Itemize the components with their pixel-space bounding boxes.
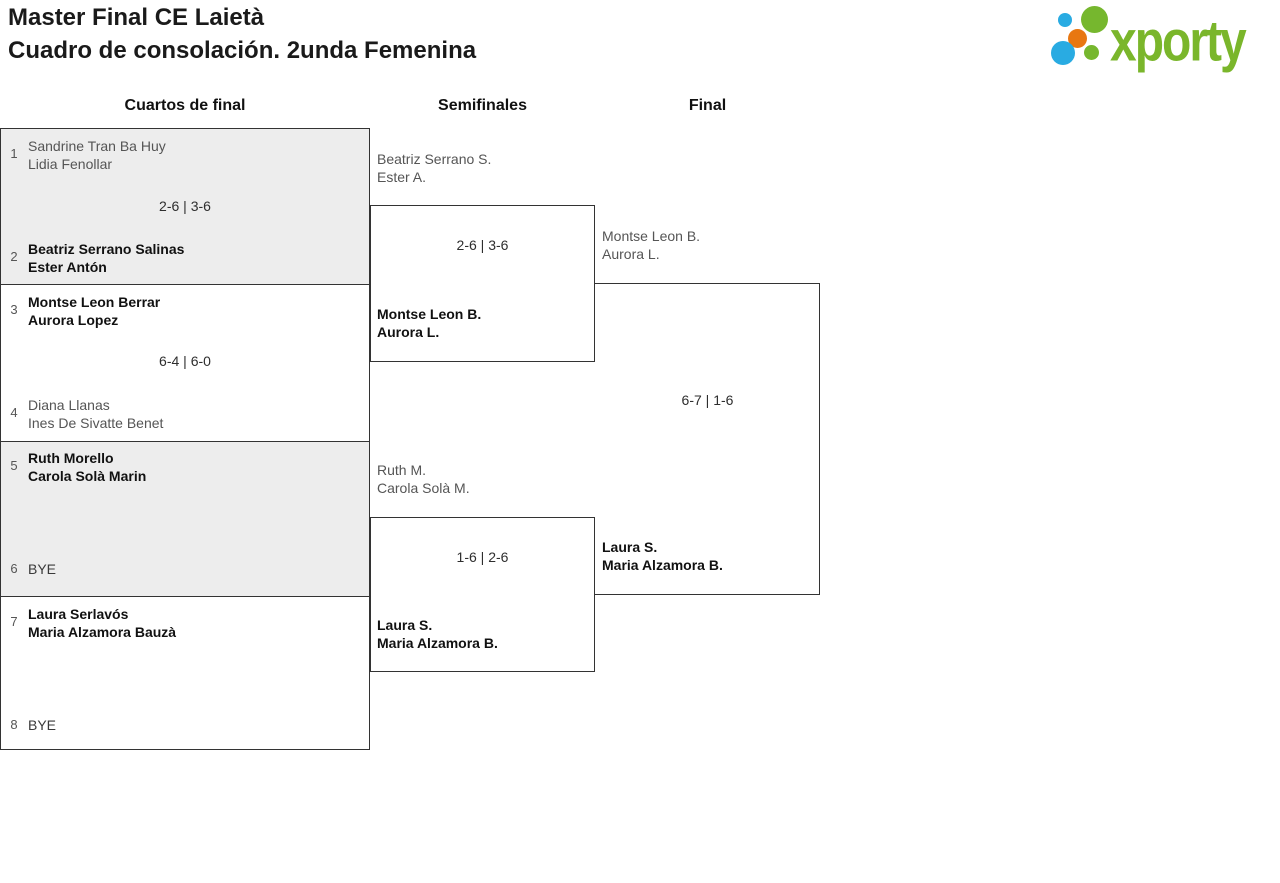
qf-divider-2 — [1, 441, 369, 442]
match-score: 2-6 | 3-6 — [159, 198, 211, 214]
logo-dot-orange-icon — [1068, 29, 1087, 48]
seed-number: 4 — [10, 405, 18, 420]
seed-number: 5 — [10, 458, 18, 473]
quarterfinals-column — [0, 128, 370, 750]
team-name: Ruth M.Carola Solà M. — [377, 462, 470, 496]
match-score: 6-7 | 1-6 — [681, 392, 734, 408]
seed-number: 6 — [10, 561, 18, 576]
match-sf1-box — [370, 205, 595, 362]
qf-divider-3 — [1, 596, 369, 597]
team-name: Beatriz Serrano S.Ester A. — [377, 151, 492, 185]
match-qf3-shading — [1, 441, 369, 596]
seed-number: 8 — [10, 717, 18, 732]
match-final-box — [595, 283, 820, 595]
qf-divider-1 — [1, 284, 369, 285]
logo-dot-blue-small-icon — [1058, 13, 1072, 27]
match-sf2-box — [370, 517, 595, 672]
seed-number: 7 — [10, 614, 18, 629]
bye-label: BYE — [28, 561, 57, 577]
round-header-quarterfinals: Cuartos de final — [124, 97, 246, 114]
team-name: Montse Leon B.Aurora L. — [377, 306, 482, 340]
logo-dot-green-big-icon — [1081, 6, 1108, 33]
bye-label: BYE — [28, 717, 57, 733]
match-qf1-shading — [1, 129, 369, 284]
seed-number: 3 — [10, 302, 18, 317]
match-score: 2-6 | 3-6 — [456, 237, 509, 253]
round-header-final: Final — [688, 97, 727, 114]
match-score: 1-6 | 2-6 — [456, 549, 509, 565]
match-score: 6-4 | 6-0 — [159, 353, 211, 369]
team-name: Montse Leon B.Aurora L. — [602, 228, 701, 262]
seed-number: 2 — [10, 249, 18, 264]
page-title-line-1: Master Final CE Laietà — [8, 4, 265, 31]
brand-logo-text: xporty — [1110, 10, 1247, 74]
logo-dot-green-small-icon — [1084, 45, 1099, 60]
logo-dot-blue-big-icon — [1051, 41, 1075, 65]
round-header-semifinals: Semifinales — [438, 97, 527, 114]
seed-number: 1 — [10, 146, 18, 161]
team-name: Laura S.Maria Alzamora B. — [377, 617, 498, 651]
team-name: Laura S.Maria Alzamora B. — [602, 539, 723, 573]
page-title-line-2: Cuadro de consolación. 2unda Femenina — [8, 37, 477, 64]
